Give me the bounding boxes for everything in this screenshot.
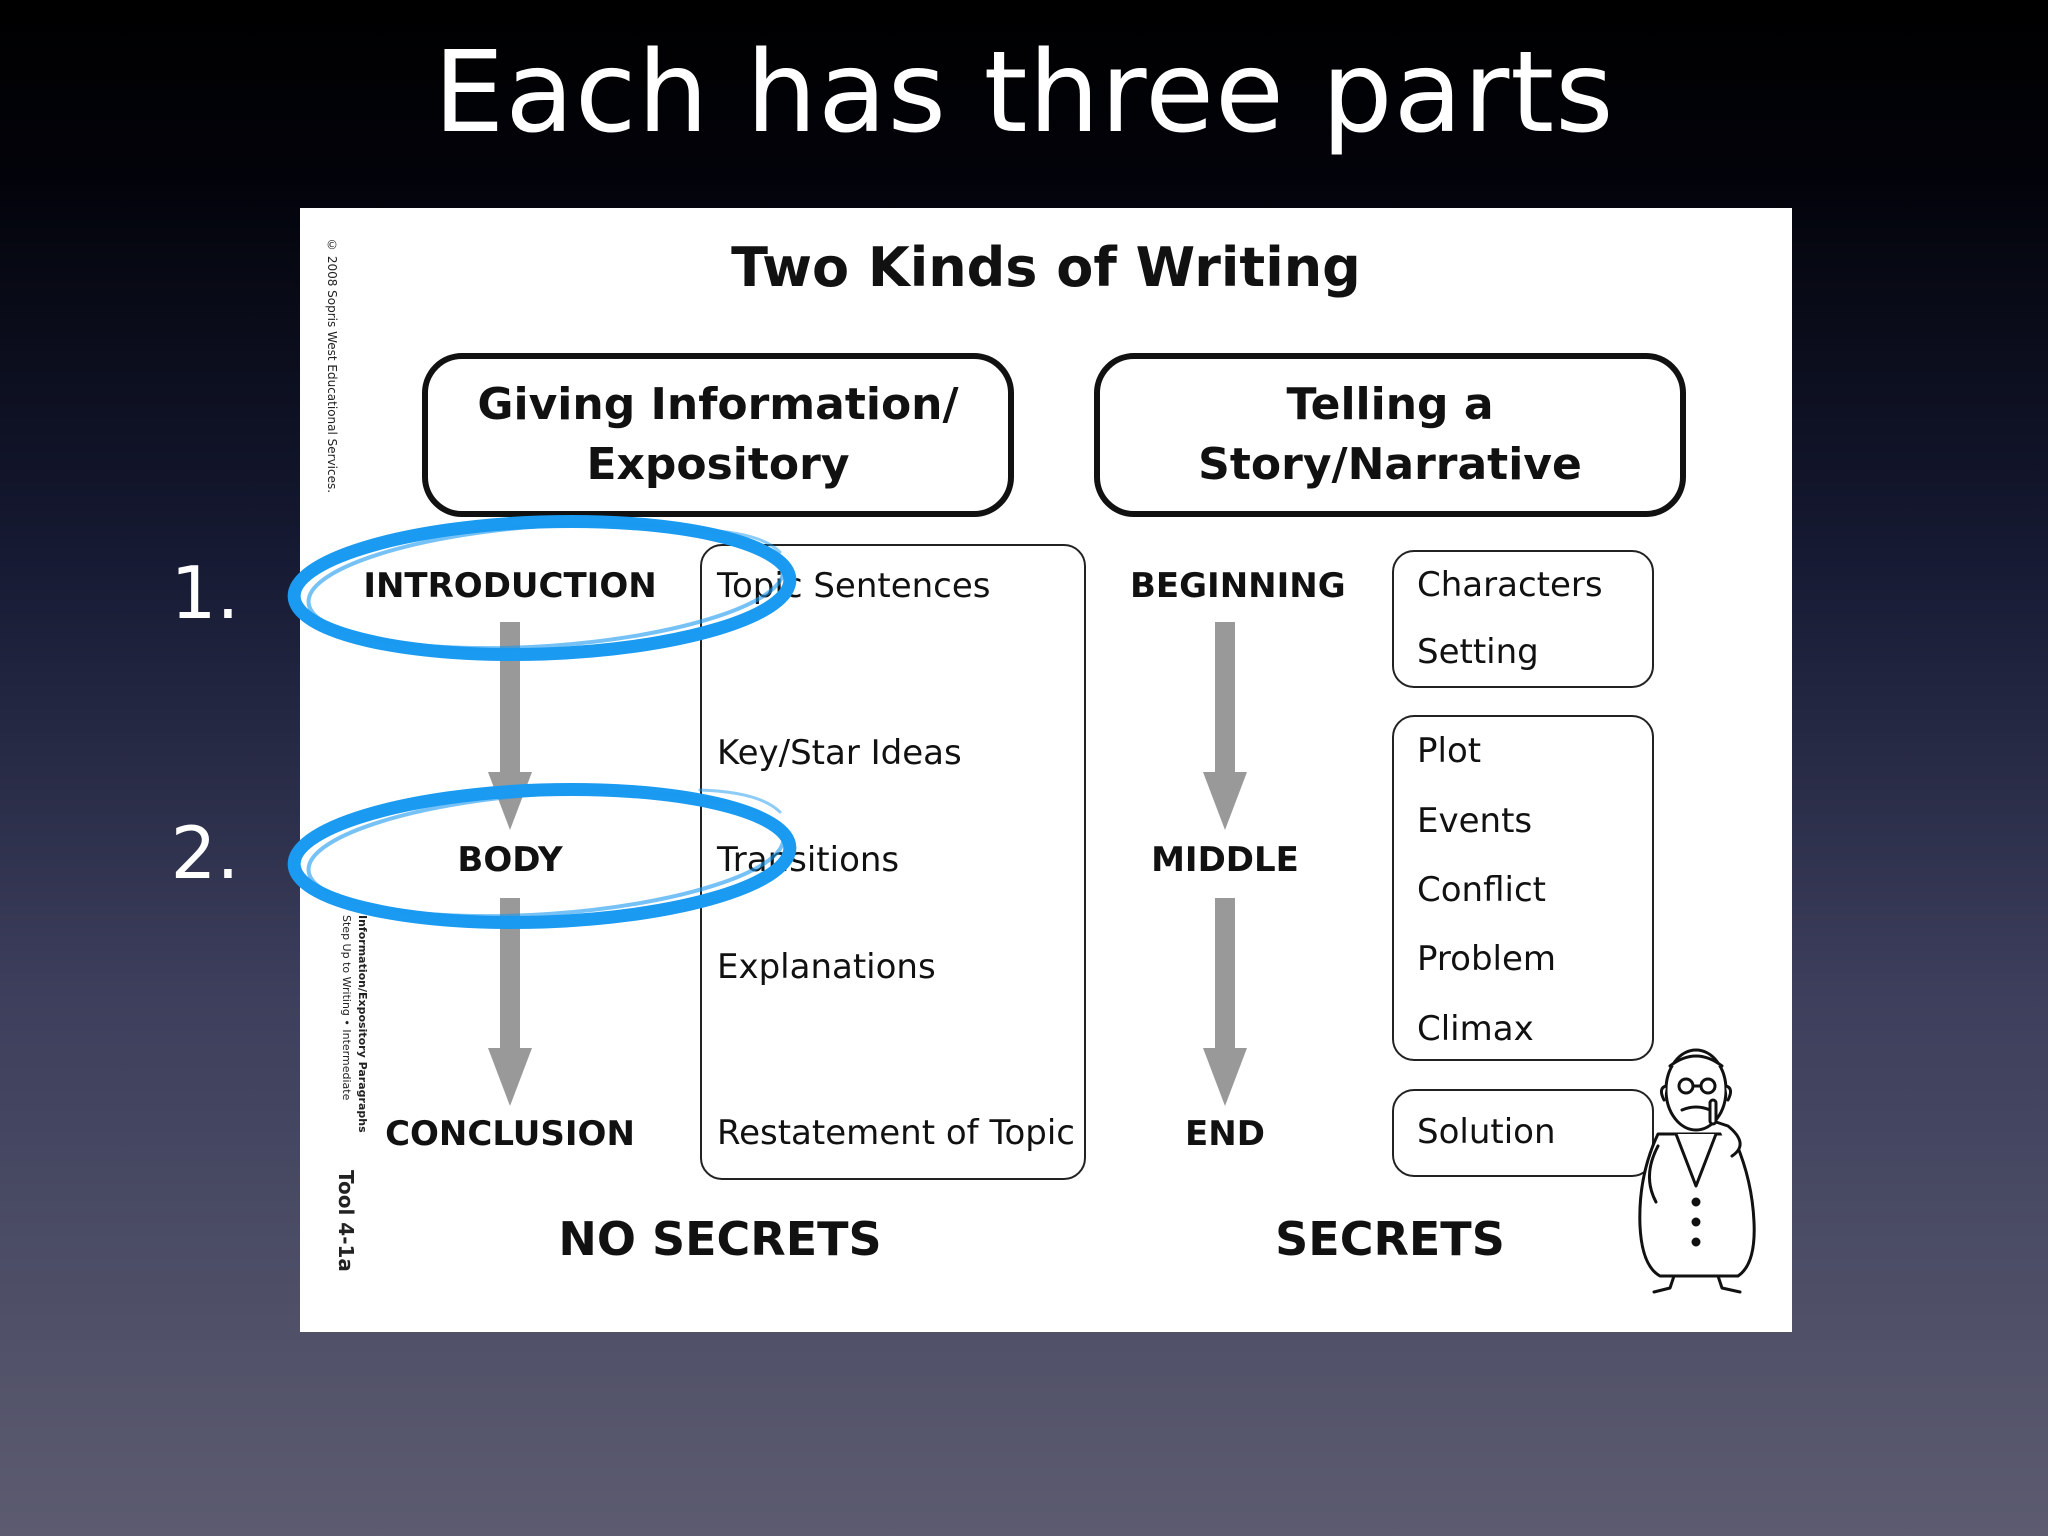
item-setting: Setting — [1417, 632, 1539, 672]
copyright-text: © 2008 Sopris West Educational Services. — [325, 238, 339, 494]
end-details-box — [1392, 1089, 1654, 1177]
series-subtitle: Step Up to Writing • Intermediate — [340, 915, 353, 1101]
item-explanations: Explanations — [717, 947, 936, 987]
item-climax: Climax — [1417, 1009, 1534, 1049]
stage-end: END — [1185, 1114, 1265, 1154]
item-problem: Problem — [1417, 939, 1557, 979]
stage-conclusion: CONCLUSION — [385, 1114, 635, 1154]
secretive-man-illustration — [1638, 1048, 1756, 1294]
narrative-heading-box: Telling a Story/Narrative — [1094, 353, 1686, 517]
beginning-details-box — [1392, 550, 1654, 688]
stage-beginning: BEGINNING — [1130, 566, 1346, 606]
footer-secrets: SECRETS — [1275, 1212, 1505, 1266]
item-transitions: Transitions — [717, 840, 900, 880]
down-arrow-icon — [488, 622, 532, 830]
series-credit: Information/Expository Paragraphs Step U… — [338, 915, 370, 1133]
item-events: Events — [1417, 801, 1533, 841]
stage-body: BODY — [457, 840, 563, 880]
item-characters: Characters — [1417, 565, 1603, 605]
step-number-1: 1. — [170, 551, 240, 635]
item-key-star-ideas: Key/Star Ideas — [717, 733, 962, 773]
expository-heading-line1: Giving Information/ — [477, 379, 959, 430]
expository-heading-line2: Expository — [586, 439, 850, 490]
tool-label: Tool 4-1a — [334, 1170, 358, 1272]
narrative-heading-line1: Telling a — [1286, 379, 1494, 430]
down-arrow-icon — [488, 898, 532, 1106]
slide-title: Each has three parts — [433, 28, 1615, 158]
stage-introduction: INTRODUCTION — [363, 566, 657, 606]
down-arrow-icon — [1203, 622, 1247, 830]
worksheet-title: Two Kinds of Writing — [731, 236, 1361, 299]
footer-no-secrets: NO SECRETS — [558, 1212, 882, 1266]
item-plot: Plot — [1417, 731, 1482, 771]
down-arrow-icon — [1203, 898, 1247, 1106]
middle-details-box — [1392, 715, 1654, 1061]
step-number-2: 2. — [170, 811, 240, 895]
item-topic-sentences: Topic Sentences — [717, 566, 991, 606]
item-conflict: Conflict — [1417, 870, 1546, 910]
series-title: Information/Expository Paragraphs — [356, 915, 369, 1133]
expository-heading-box: Giving Information/ Expository — [422, 353, 1014, 517]
worksheet: Two Kinds of Writing Giving Information/… — [300, 208, 1792, 1332]
narrative-heading-line2: Story/Narrative — [1198, 439, 1582, 490]
item-restatement-of-topic: Restatement of Topic — [717, 1113, 1075, 1153]
item-solution: Solution — [1417, 1112, 1556, 1152]
stage-middle: MIDDLE — [1151, 840, 1299, 880]
